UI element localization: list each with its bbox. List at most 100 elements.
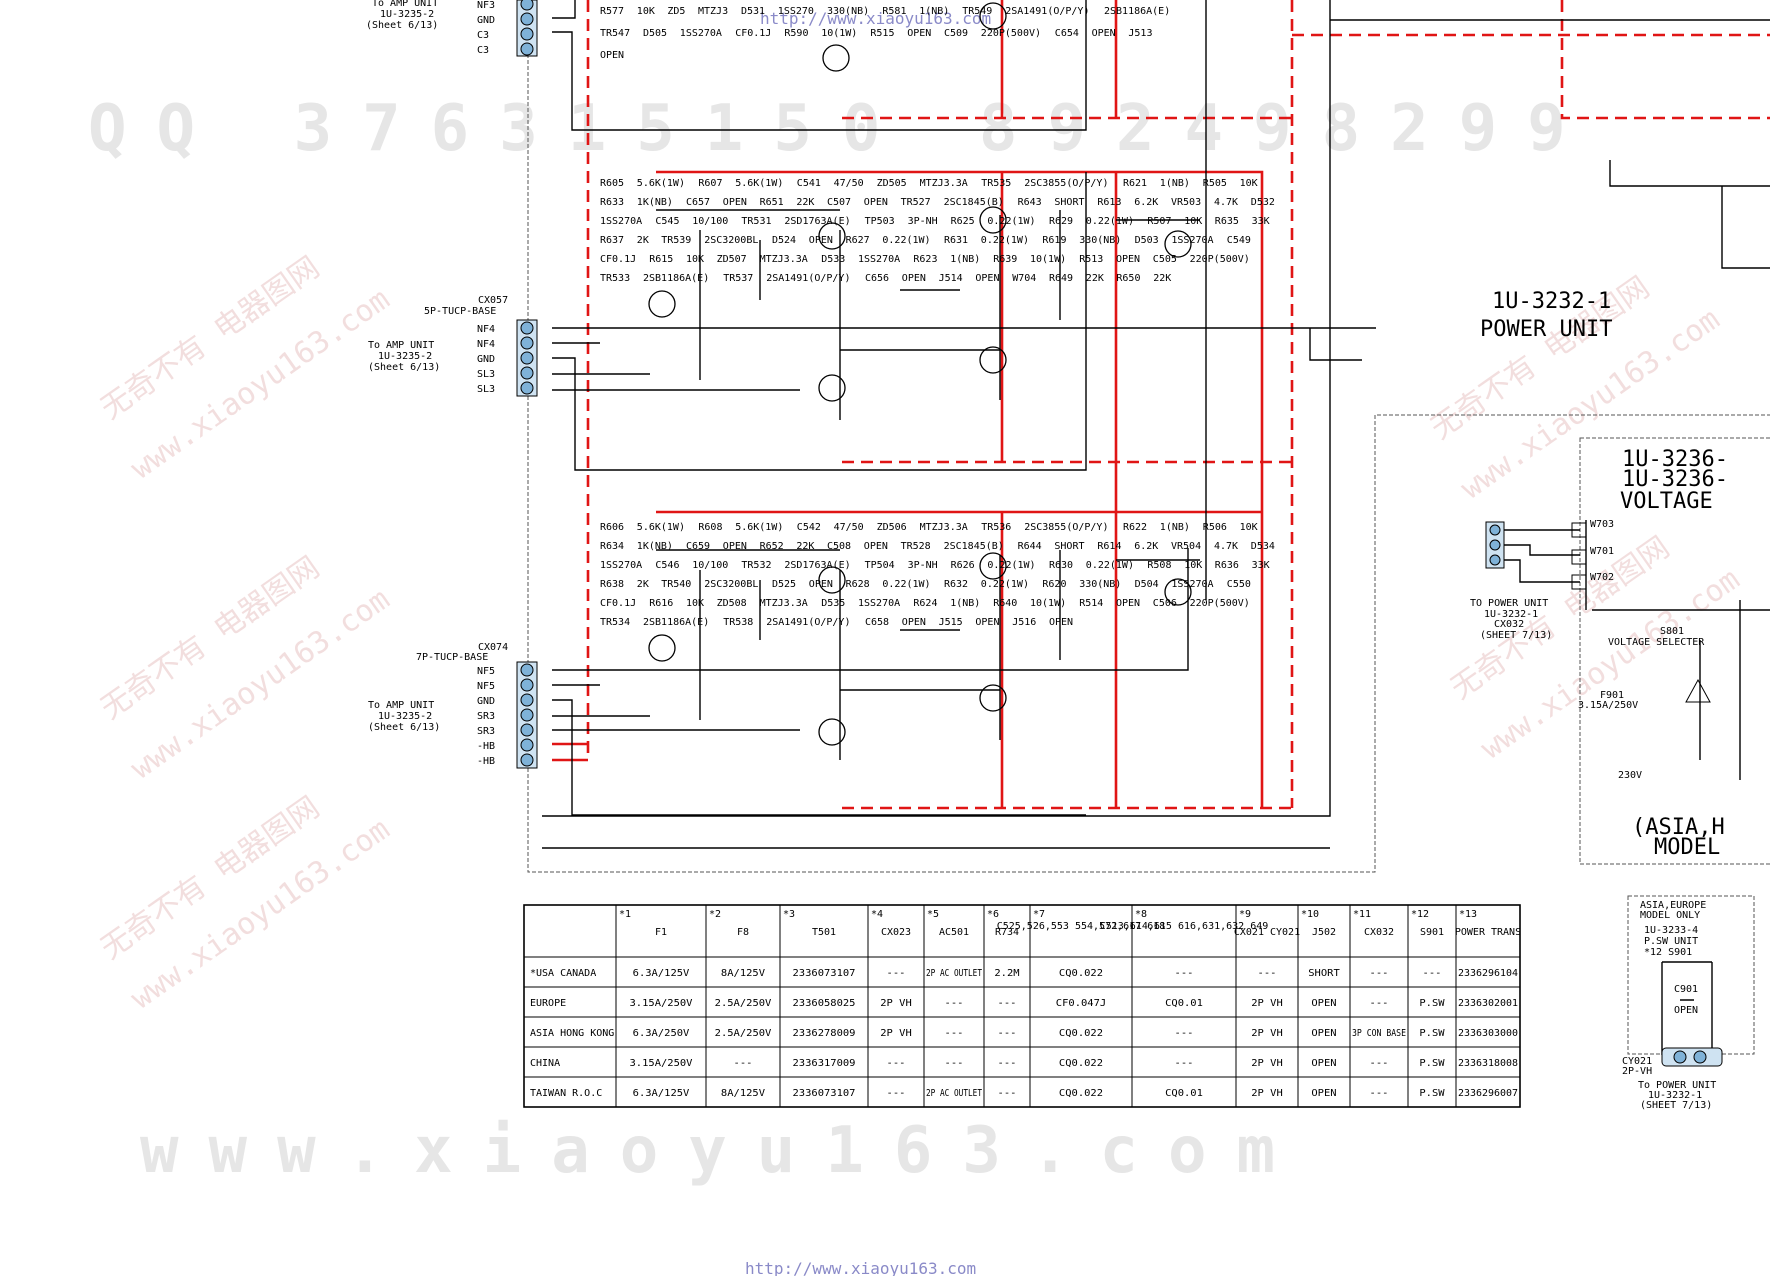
transistor-symbol [648,634,676,662]
component-label: OPEN [907,28,931,39]
table-cell: OPEN [1311,1088,1336,1099]
psw-line-5: *12 S901 [1644,947,1692,958]
component-label: ZD507 [717,254,747,265]
connector-pin-label: SR3 [477,711,495,722]
component-label: 10/100 [692,216,728,227]
table-cell: --- [1175,968,1194,979]
component-label: C545 [655,216,679,227]
table-cell: P.SW [1419,1028,1445,1039]
component-label: 0.22(1W) [882,579,930,590]
component-label: 0.22(1W) [882,235,930,246]
component-label: C546 [655,560,679,571]
component-label: OPEN [600,50,624,61]
component-label: D531 [741,6,765,17]
component-label: R506 [1203,522,1227,533]
component-label: 22K [796,197,814,208]
table-header: CX032 [1364,927,1394,938]
component-label: R608 [698,522,722,533]
component-label: TP503 [865,216,895,227]
component-label: TR537 [723,273,753,284]
psw-line-4: P.SW UNIT [1644,936,1698,947]
component-label: R622 [1123,522,1147,533]
component-label: R640 [993,598,1017,609]
component-label: 1SS270A [600,560,642,571]
component-label: 2K [637,235,649,246]
connector-pin-label: GND [477,696,495,707]
component-label: 10(1W) [1030,598,1066,609]
wire-stage-3 [656,549,1200,760]
connector-pin [520,366,534,380]
connector-top: To AMP UNIT 1U-3235-2 (Sheet 6/13) NF3GN… [366,0,538,57]
component-label: R577 [600,6,624,17]
component-label: MTZJ3.3A [760,598,808,609]
component-label: SHORT [1054,197,1084,208]
table-cell: CQ0.022 [1059,968,1103,979]
table-cell: 6.3A/125V [633,968,690,979]
component-label: R643 [1018,197,1042,208]
component-label: 2SD1763A(E) [784,560,850,571]
wire-right-bus [1205,0,1770,600]
table-header: C513,614,615 616,631,632 649 [1100,921,1269,932]
voltage-word: VOLTAGE [1620,489,1713,514]
w703-pad [1571,522,1587,538]
component-label: R628 [846,579,870,590]
connector-cx057-name: CX057 [478,295,508,306]
table-cell: --- [1258,968,1277,979]
table-cell: 2P VH [880,998,912,1009]
component-label: 1K(NB) [637,197,673,208]
component-label: R633 [600,197,624,208]
connector-pin-label: NF3 [477,0,495,11]
table-cell: 6.3A/250V [633,1028,690,1039]
table-cell: 2P VH [880,1028,912,1039]
rail-power-unit [1292,0,1770,120]
component-label: C657 [686,197,710,208]
component-label: OPEN [809,235,833,246]
voltage-connector-pin-2 [1489,539,1501,551]
table-cell: --- [887,968,906,979]
watermark-qq: QQ 376315150 892498299 [88,92,1596,166]
component-label: 1(NB) [950,254,980,265]
transistor-symbols [648,2,1192,746]
transistor-symbol [818,222,846,250]
psw-line-3: 1U-3233-4 [1644,925,1698,936]
component-label: 1SS270A [1171,235,1213,246]
table-cell: --- [998,1088,1017,1099]
connector-pin-label: NF4 [477,339,495,350]
component-label: R635 [1215,216,1239,227]
power-unit-code: 1U-3232-1 [1492,289,1611,314]
cy021-pin-2 [1693,1050,1707,1064]
table-cell: P.SW [1419,1088,1445,1099]
component-label: 2SB1186A(E) [643,273,709,284]
connector-pin [520,321,534,335]
component-label: D503 [1135,235,1159,246]
component-label: C505 [1153,254,1177,265]
component-label: 330(NB) [1079,579,1121,590]
table-header: POWER TRANS [1455,927,1521,938]
table-cell: --- [1423,968,1442,979]
transistor-symbol [1164,230,1192,258]
component-label: R631 [944,235,968,246]
component-label: R508 [1147,560,1171,571]
table-cell: CQ0.01 [1165,998,1203,1009]
component-label: OPEN [723,197,747,208]
component-label: R619 [1042,235,1066,246]
table-header: AC501 [939,927,969,938]
component-label: 2SA1491(O/P/Y) [1005,6,1089,17]
table-row-label: EUROPE [530,998,566,1009]
component-label: R606 [600,522,624,533]
voltage-selector-label: VOLTAGE SELECTER [1608,637,1705,648]
component-label: VR503 [1171,197,1201,208]
component-label: OPEN [975,617,999,628]
table-header: S901 [1420,927,1444,938]
component-label: C508 [827,541,851,552]
power-rails [552,0,1770,810]
component-label: R634 [600,541,624,552]
connector-cx074-unit: 1U-3235-2 [378,711,432,722]
connector-pin-label: NF5 [477,681,495,692]
transistor-symbol [818,718,846,746]
table-cell: --- [998,1028,1017,1039]
component-label: TR527 [901,197,931,208]
connector-pin [520,351,534,365]
component-label: OPEN [1049,617,1073,628]
